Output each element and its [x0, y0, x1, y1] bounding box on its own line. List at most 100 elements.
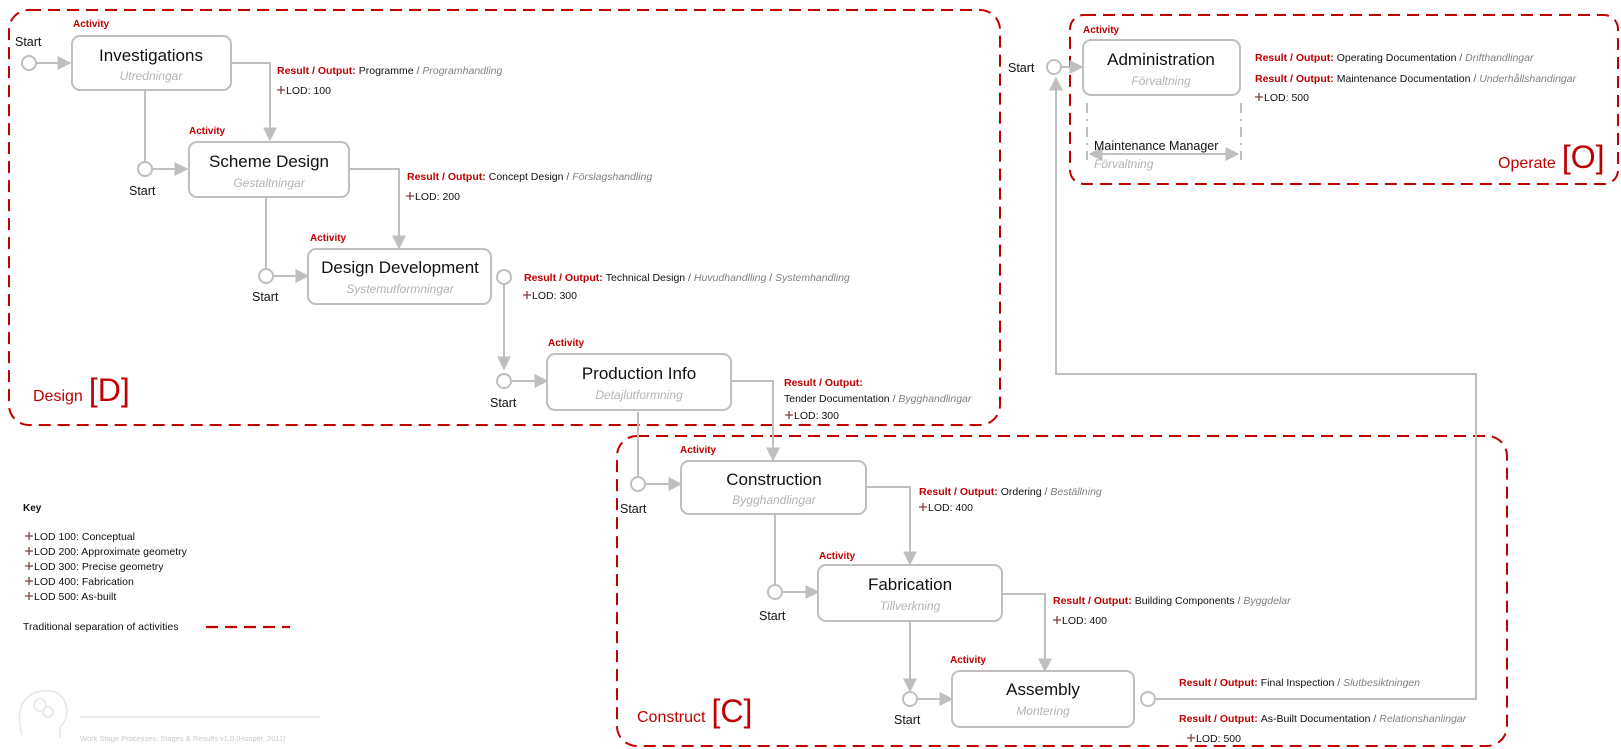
activity-title: Production Info	[582, 364, 696, 383]
zone-label-design: Design[D]	[33, 372, 130, 408]
svg-text:LOD: 400: LOD: 400	[1062, 615, 1107, 627]
svg-text:Förvaltning: Förvaltning	[1094, 157, 1154, 171]
footer: Work Stage Processes: Stages & Results v…	[18, 689, 320, 743]
svg-text:Activity: Activity	[819, 551, 856, 562]
activity-design-development: Activity Design Development Systemutform…	[307, 233, 492, 305]
svg-text:Result / Output:Building Compo: Result / Output:Building Components / By…	[1053, 595, 1291, 607]
construct-zone-boundary	[616, 435, 1508, 747]
zone-label-construct: Construct[C]	[637, 693, 752, 729]
svg-text:Activity: Activity	[189, 126, 226, 137]
svg-text:LOD: 300: LOD: 300	[794, 410, 839, 422]
activity-subtitle: Tillverkning	[880, 599, 941, 613]
result-fabrication: Result / Output:Building Components / By…	[1052, 595, 1291, 627]
svg-text:Start: Start	[759, 609, 786, 623]
key-item: LOD 500: As-built	[34, 591, 116, 603]
svg-text:LOD: 100: LOD: 100	[286, 85, 331, 97]
activity-subtitle: Bygghandlingar	[732, 493, 816, 507]
activity-title: Assembly	[1006, 680, 1080, 699]
svg-text:Result / Output:Operating Docu: Result / Output:Operating Documentation …	[1255, 52, 1534, 64]
activity-title: Design Development	[321, 258, 479, 277]
activity-fabrication: Activity Fabrication Tillverkning	[817, 551, 1003, 622]
activity-title: Fabrication	[868, 575, 952, 594]
start-node	[1140, 691, 1156, 707]
start-node	[137, 161, 153, 177]
start-node	[1046, 59, 1062, 75]
start-node	[21, 55, 37, 71]
svg-text:Result / Output:Technical Desi: Result / Output:Technical Design / Huvud…	[524, 272, 850, 284]
svg-text:Activity: Activity	[310, 233, 347, 244]
result-investigations: Result / Output:Programme / Programhandl…	[276, 65, 503, 97]
connectors	[37, 56, 1477, 706]
head-logo-icon	[18, 689, 68, 738]
result-design-development: Result / Output:Technical Design / Huvud…	[522, 272, 850, 302]
footer-text: Work Stage Processes: Stages & Results v…	[80, 734, 286, 743]
svg-text:LOD: 500: LOD: 500	[1264, 92, 1309, 104]
svg-text:Result / Output:Ordering / Bes: Result / Output:Ordering / Beställning	[919, 486, 1102, 498]
svg-text:Result / Output:As-Built Docum: Result / Output:As-Built Documentation /…	[1179, 713, 1467, 725]
design-zone-boundary	[8, 9, 1001, 426]
activity-subtitle: Förvaltning	[1131, 74, 1191, 88]
activity-assembly: Activity Assembly Montering	[950, 655, 1135, 728]
key-heading: Key	[23, 503, 42, 514]
svg-text:LOD: 200: LOD: 200	[415, 191, 460, 203]
svg-text:Operate[O]: Operate[O]	[1498, 139, 1604, 175]
activity-subtitle: Utredningar	[120, 69, 184, 83]
svg-text:Activity: Activity	[950, 655, 987, 666]
key-item: LOD 200: Approximate geometry	[34, 546, 188, 558]
svg-text:Start: Start	[15, 35, 42, 49]
key-item: LOD 300: Precise geometry	[34, 561, 164, 573]
svg-text:Result / Output:: Result / Output:	[784, 377, 863, 389]
key-separation-label: Traditional separation of activities	[23, 621, 178, 633]
start-labels: Start Start Start Start Start Start Star…	[15, 35, 1035, 727]
key-legend: Key LOD 100: Conceptual LOD 200: Approxi…	[23, 503, 290, 633]
svg-text:Start: Start	[129, 184, 156, 198]
result-administration: Result / Output:Operating Documentation …	[1254, 52, 1577, 104]
svg-text:LOD: 400: LOD: 400	[928, 502, 973, 514]
start-node	[496, 373, 512, 389]
result-construction: Result / Output:Ordering / Beställning L…	[918, 486, 1102, 514]
svg-text:Start: Start	[894, 713, 921, 727]
operate-zone-boundary	[1069, 14, 1619, 185]
svg-text:Maintenance Manager: Maintenance Manager	[1094, 139, 1218, 153]
start-nodes	[21, 55, 1156, 707]
maintenance-manager: Maintenance Manager Förvaltning	[1094, 139, 1218, 171]
activity-subtitle: Gestaltningar	[233, 176, 305, 190]
svg-text:LOD: 500: LOD: 500	[1196, 733, 1241, 745]
activity-production-info: Activity Production Info Detajlutformnin…	[546, 338, 732, 411]
activity-scheme-design: Activity Scheme Design Gestaltningar	[188, 126, 350, 198]
activity-title: Administration	[1107, 50, 1215, 69]
result-production-info: Result / Output: Tender Documentation / …	[784, 377, 972, 422]
activity-construction: Activity Construction Bygghandlingar	[680, 445, 867, 515]
activity-title: Scheme Design	[209, 152, 329, 171]
svg-text:Result / Output:Programme / Pr: Result / Output:Programme / Programhandl…	[277, 65, 503, 77]
key-item: LOD 400: Fabrication	[34, 576, 134, 588]
svg-text:Start: Start	[252, 290, 279, 304]
start-node	[767, 584, 783, 600]
svg-text:Tender Documentation / Bygghan: Tender Documentation / Bygghandlingar	[784, 393, 972, 405]
svg-text:Activity: Activity	[73, 19, 110, 30]
activity-subtitle: Detajlutformning	[595, 388, 683, 402]
activity-investigations: Activity Investigations Utredningar	[71, 19, 232, 91]
start-node	[496, 269, 512, 285]
svg-text:Result / Output:Final Inspecti: Result / Output:Final Inspection / Slutb…	[1179, 677, 1420, 689]
key-item: LOD 100: Conceptual	[34, 531, 135, 543]
svg-text:Construct[C]: Construct[C]	[637, 693, 752, 729]
svg-text:LOD: 300: LOD: 300	[532, 290, 577, 302]
svg-text:Design[D]: Design[D]	[33, 372, 130, 408]
zone-label-operate: Operate[O]	[1498, 139, 1604, 175]
svg-text:Activity: Activity	[548, 338, 585, 349]
activity-administration: Activity Administration Förvaltning	[1082, 25, 1241, 96]
start-node	[902, 691, 918, 707]
svg-text:Start: Start	[1008, 61, 1035, 75]
svg-text:Start: Start	[490, 396, 517, 410]
svg-text:Activity: Activity	[680, 445, 717, 456]
activity-subtitle: Systemutformningar	[346, 282, 454, 296]
activity-title: Construction	[726, 470, 821, 489]
start-node	[630, 476, 646, 492]
result-assembly: Result / Output:Final Inspection / Slutb…	[1179, 677, 1467, 745]
activity-subtitle: Montering	[1016, 704, 1070, 718]
svg-text:Activity: Activity	[1083, 25, 1120, 36]
activity-title: Investigations	[99, 46, 203, 65]
svg-text:Result / Output:Maintenance Do: Result / Output:Maintenance Documentatio…	[1255, 73, 1577, 85]
